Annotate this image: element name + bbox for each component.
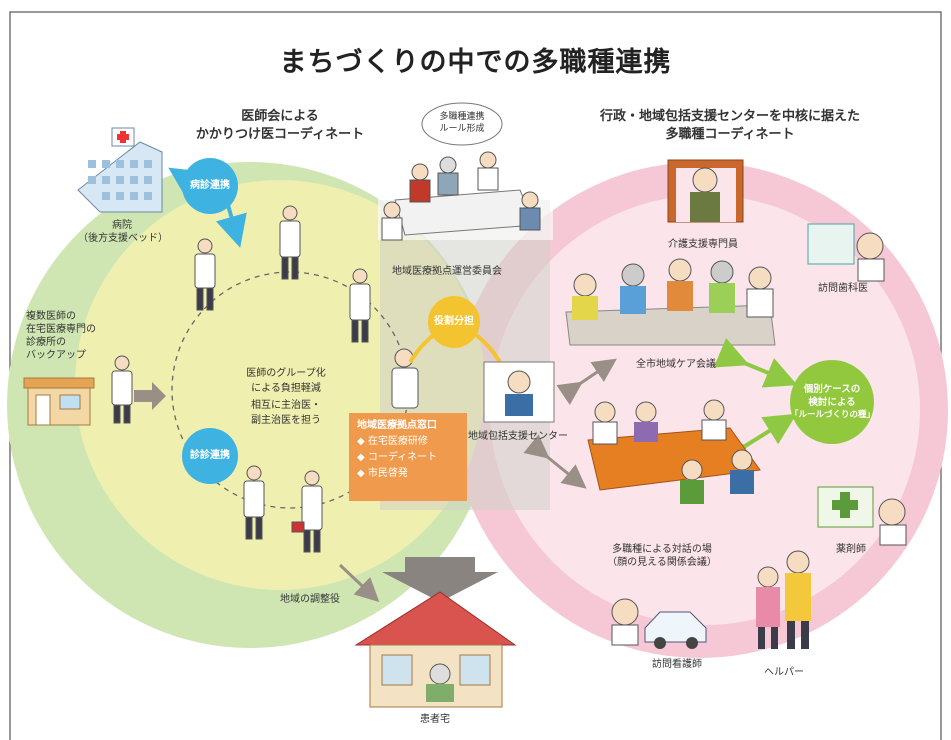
arrow-center-dialogue (523, 434, 587, 489)
rule-making-line-2: ルール形成 (439, 124, 485, 134)
clinic-backup-label: 複数医師の 在宅医療専門の 診療所の バックアップ (26, 310, 96, 362)
doctor-figures (111, 205, 419, 553)
right-section-heading: 行政・地域包括支援センターを中核に据えた 多職種コーディネート (580, 108, 880, 144)
patient-home (354, 591, 517, 708)
clinic-backup-line-1: 複数医師の (26, 311, 76, 322)
right-heading-line-1: 行政・地域包括支援センターを中核に据えた (599, 109, 860, 124)
hospital-label-line-2: （後方支援ベッド） (78, 233, 168, 244)
patient-home-label: 患者宅 (420, 714, 450, 725)
pharmacist-label: 薬剤師 (836, 544, 866, 555)
pharmacy-sign (817, 486, 907, 546)
regional-coordinator-label: 地域の調整役 (280, 594, 340, 605)
dialogue-meeting (587, 399, 761, 504)
doctor-group-line-2: による負担軽減 (251, 383, 321, 394)
arrow-dialogue-case (713, 413, 797, 475)
committee-label: 地域医療拠点運営委員会 (392, 266, 502, 277)
regional-hub-box: 地域医療拠点窓口 ◆ 在宅医療研修 ◆ コーディネート ◆ 市民啓発 (349, 413, 467, 501)
case-review-line-1: 個別ケースの (803, 383, 861, 395)
rule-making-line-1: 多職種連携 (439, 112, 485, 122)
visit-dentist-label: 訪問歯科医 (818, 283, 868, 294)
case-review-line-3: 「ルールづくりの種」 (790, 409, 876, 420)
hospital-label: 病院 （後方支援ベッド） (78, 219, 168, 245)
case-review-bubble: 個別ケースの 検討による 「ルールづくりの種」 (790, 360, 876, 444)
clinic-building (23, 377, 95, 426)
care-manager-label: 介護支援専門員 (668, 239, 738, 250)
care-manager-figure (667, 159, 744, 223)
left-heading-line-1: 医師会による (241, 109, 319, 124)
committee-meeting (378, 148, 553, 241)
main-sub-doctor-line-2: 副主治医を担う (251, 415, 321, 426)
main-sub-doctor-label: 相互に主治医・ 副主治医を担う (226, 398, 346, 428)
dialogue-label: 多職種による対話の場 （顔の見える関係会議） (596, 543, 728, 569)
left-heading-line-2: かかりつけ医コーディネート (195, 127, 365, 142)
helper-figures (756, 550, 811, 649)
hub-item-training: ◆ 在宅医療研修 (357, 436, 428, 447)
visiting-nurse-label: 訪問看護師 (652, 659, 702, 670)
rule-speech-bubble (421, 102, 503, 146)
visiting-nurse-car (611, 598, 707, 649)
page-title: まちづくりの中での多職種連携 (279, 47, 672, 78)
hub-title: 地域医療拠点窓口 (357, 420, 437, 431)
clinic-backup-line-2: 在宅医療専門の (26, 324, 96, 335)
helper-label: ヘルパー (764, 667, 804, 678)
clinic-backup-line-4: バックアップ (26, 350, 86, 361)
support-center-label: 地域包括支援センター (468, 431, 568, 442)
hospital-building (77, 127, 163, 213)
coordinator-arrow (338, 563, 380, 603)
dialogue-line-2: （顔の見える関係会議） (607, 557, 717, 568)
city-care-meeting (565, 258, 776, 346)
left-section-heading: 医師会による かかりつけ医コーディネート (170, 108, 390, 144)
clinic-backup-line-3: 診療所の (26, 337, 66, 348)
rule-making-label: 多職種連携 ルール形成 (422, 111, 502, 135)
role-sharing-bubble: 役割分担 (428, 296, 480, 348)
right-heading-line-2: 多職種コーディネート (665, 127, 795, 142)
support-center-staff (483, 361, 555, 423)
dental-clinic-sign (807, 223, 885, 282)
arrow-center-city (556, 358, 617, 406)
dialogue-line-1: 多職種による対話の場 (612, 544, 712, 555)
backup-arrow (134, 382, 166, 410)
hub-item-coordination: ◆ コーディネート (357, 452, 438, 463)
link-arrow-doctors (216, 204, 247, 248)
case-review-line-2: 検討による (808, 396, 856, 408)
clinic-clinic-link-bubble: 診診連携 (182, 428, 238, 484)
arrow-city-case (713, 338, 798, 388)
hub-item-public-awareness: ◆ 市民啓発 (357, 468, 408, 479)
doctor-group-line-1: 医師のグループ化 (246, 368, 326, 379)
down-arrow (382, 557, 498, 602)
city-care-meeting-label: 全市地域ケア会議 (636, 359, 716, 370)
hospital-clinic-link-bubble: 病診連携 (182, 158, 238, 214)
doctor-group-label: 医師のグループ化 による負担軽減 (226, 366, 346, 396)
hospital-label-line-1: 病院 (112, 220, 132, 231)
main-sub-doctor-line-1: 相互に主治医・ (251, 400, 321, 411)
